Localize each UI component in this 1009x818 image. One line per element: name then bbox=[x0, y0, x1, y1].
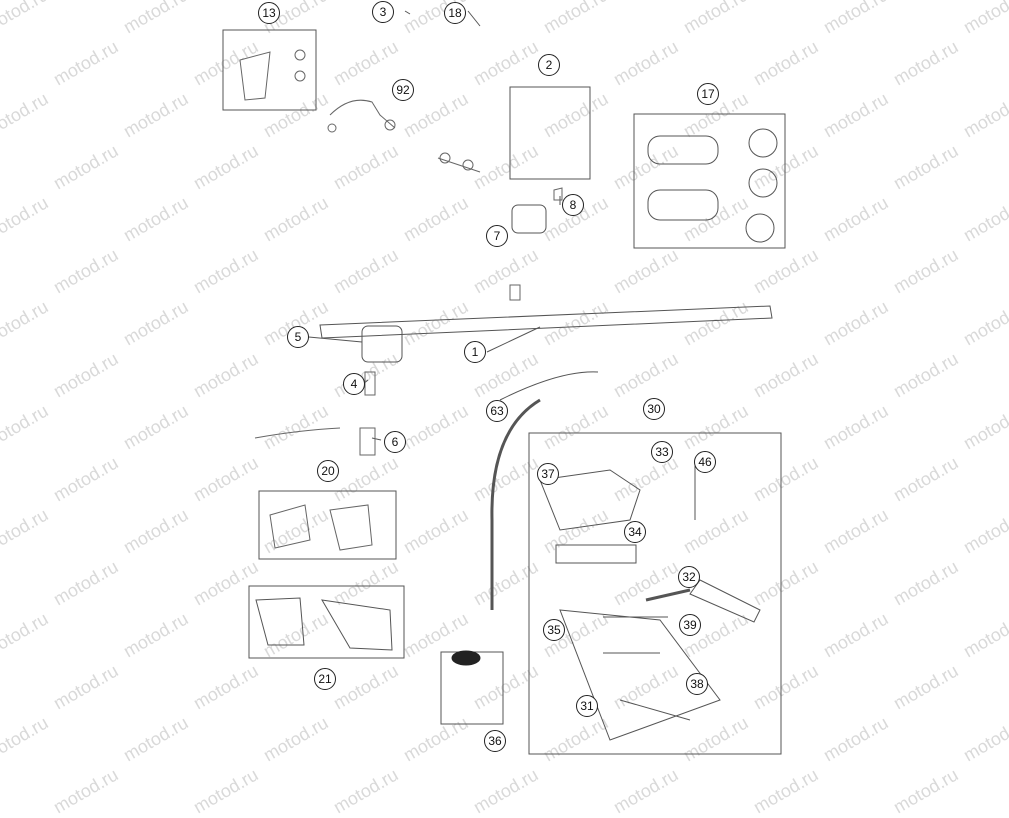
parts-diagram bbox=[222, 10, 786, 755]
reservoir-cap bbox=[451, 650, 481, 666]
kill-switch bbox=[511, 204, 547, 234]
watermark-text: motod.ru bbox=[750, 764, 822, 818]
right-grip bbox=[647, 189, 719, 221]
callout-1: 1 bbox=[464, 341, 486, 363]
piston bbox=[555, 544, 637, 564]
callout-17: 17 bbox=[697, 83, 719, 105]
switch-housing bbox=[361, 325, 403, 363]
callout-63: 63 bbox=[486, 400, 508, 422]
group-box-30 bbox=[528, 432, 782, 755]
callout-6: 6 bbox=[384, 431, 406, 453]
watermark-text: motod.ru bbox=[330, 764, 402, 818]
throttle-cable bbox=[499, 371, 599, 401]
grip-ring-3 bbox=[745, 213, 775, 243]
bracket-13 bbox=[239, 51, 271, 101]
group-box-13 bbox=[222, 29, 317, 111]
cable bbox=[490, 398, 541, 610]
hand-guard-left bbox=[255, 597, 305, 646]
callout-35: 35 bbox=[543, 619, 565, 641]
callout-37: 37 bbox=[537, 463, 559, 485]
group-box-20 bbox=[258, 490, 397, 560]
callout-20: 20 bbox=[317, 460, 339, 482]
master-cylinder bbox=[539, 469, 641, 531]
watermark-text: motod.ru bbox=[190, 764, 262, 818]
part-20-switches bbox=[269, 504, 311, 549]
lever bbox=[689, 579, 761, 623]
callout-13: 13 bbox=[258, 2, 280, 24]
callout-3: 3 bbox=[372, 1, 394, 23]
callout-8: 8 bbox=[562, 194, 584, 216]
wiring-harness bbox=[329, 99, 396, 129]
watermark-text: motod.ru bbox=[470, 764, 542, 818]
watermark-text: motod.ru bbox=[890, 764, 962, 818]
callout-39: 39 bbox=[679, 614, 701, 636]
watermark-text: motod.ru bbox=[610, 764, 682, 818]
handlebar bbox=[319, 305, 773, 339]
grip-ring-2 bbox=[748, 168, 778, 198]
spring bbox=[645, 588, 691, 602]
watermark-text: motod.ru bbox=[50, 764, 122, 818]
callout-36: 36 bbox=[484, 730, 506, 752]
callout-5: 5 bbox=[287, 326, 309, 348]
switch-6 bbox=[359, 427, 376, 456]
callout-31: 31 bbox=[576, 695, 598, 717]
callout-2: 2 bbox=[538, 54, 560, 76]
group-box-21 bbox=[248, 585, 405, 659]
callout-21: 21 bbox=[314, 668, 336, 690]
callout-32: 32 bbox=[678, 566, 700, 588]
callout-30: 30 bbox=[643, 398, 665, 420]
callout-33: 33 bbox=[651, 441, 673, 463]
hand-guard-right bbox=[321, 599, 393, 651]
callout-34: 34 bbox=[624, 521, 646, 543]
grip-ring-1 bbox=[748, 128, 778, 158]
group-box-2 bbox=[509, 86, 591, 180]
group-box-17 bbox=[633, 113, 786, 249]
connector-center bbox=[509, 284, 521, 301]
callout-38: 38 bbox=[686, 673, 708, 695]
callout-4: 4 bbox=[343, 373, 365, 395]
callout-92: 92 bbox=[392, 79, 414, 101]
switch-4 bbox=[364, 371, 376, 396]
connector-8 bbox=[553, 187, 563, 201]
left-grip bbox=[647, 135, 719, 165]
callout-7: 7 bbox=[486, 225, 508, 247]
callout-18: 18 bbox=[444, 2, 466, 24]
callout-46: 46 bbox=[694, 451, 716, 473]
